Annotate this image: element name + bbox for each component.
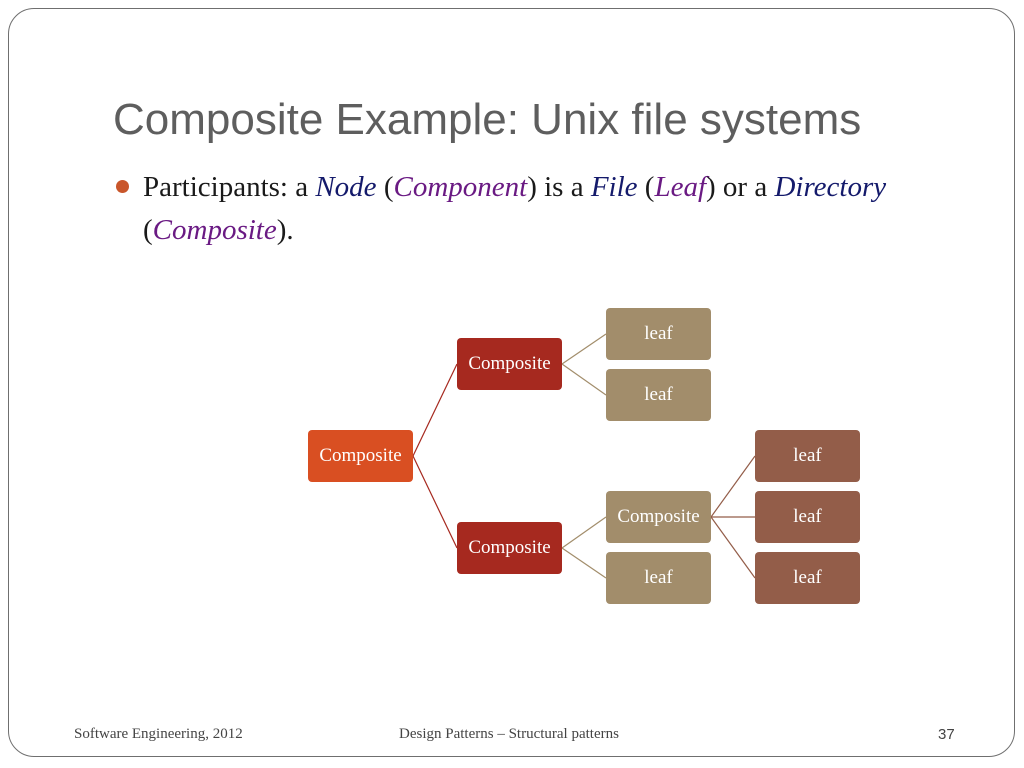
bullet-or-a: ) or a (706, 171, 775, 203)
inner-leaf-2-node: leaf (755, 491, 860, 543)
slide-title: Composite Example: Unix file systems (113, 95, 862, 144)
inner-leaf-1-node: leaf (755, 430, 860, 482)
component-term: Component (393, 171, 528, 203)
leaf-term: Leaf (654, 171, 707, 203)
file-term: File (590, 171, 638, 203)
page-number: 37 (938, 726, 955, 743)
bullet-dot-icon (116, 180, 129, 193)
edge-lower-inner (561, 516, 607, 549)
edge-lower-leaf (561, 547, 607, 579)
lower-leaf-node: leaf (606, 552, 711, 604)
edge-root-lower (412, 455, 458, 549)
upper-composite-node: Composite (457, 338, 562, 390)
lower-composite-node: Composite (457, 522, 562, 574)
edge-root-upper (412, 363, 458, 457)
edge-upper-leaf-1 (561, 333, 607, 365)
footer-topic: Design Patterns – Structural patterns (399, 726, 619, 742)
edge-inner-leaf-3 (710, 516, 756, 579)
inner-composite-node: Composite (606, 491, 711, 543)
bullet-end: ). (276, 214, 294, 246)
footer-course: Software Engineering, 2012 (74, 726, 243, 742)
bullet-is-a: ) is a (527, 171, 591, 203)
bullet-prefix: Participants: a (143, 171, 316, 203)
edge-inner-leaf-1 (710, 455, 756, 518)
node-term: Node (315, 171, 377, 203)
root-composite-node: Composite (308, 430, 413, 482)
edge-upper-leaf-2 (561, 363, 607, 396)
composite-term: Composite (152, 214, 277, 246)
directory-term: Directory (774, 171, 887, 203)
upper-leaf-1-node: leaf (606, 308, 711, 360)
inner-leaf-3-node: leaf (755, 552, 860, 604)
participants-bullet: Participants: a Node (Component) is a Fi… (143, 171, 887, 246)
upper-leaf-2-node: leaf (606, 369, 711, 421)
